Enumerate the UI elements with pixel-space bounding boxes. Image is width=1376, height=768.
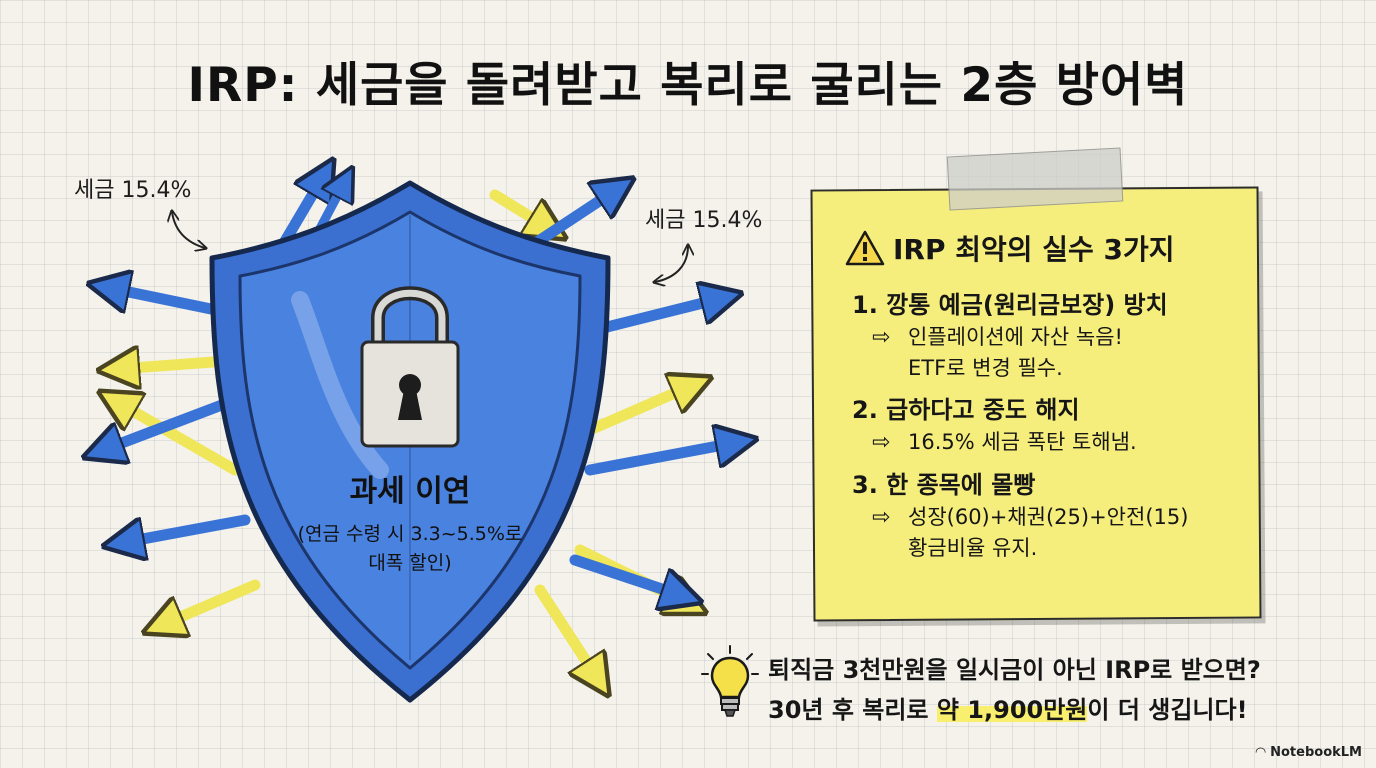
item-head: 1. 깡통 예금(원리금보장) 방치 bbox=[852, 291, 1168, 319]
highlight-amount: 약 1,900만원 bbox=[936, 696, 1088, 724]
shield-sub-line2: 대폭 할인) bbox=[368, 552, 452, 574]
brand-label: ◠ NotebookLM bbox=[1256, 745, 1362, 760]
item-detail-text: 성장(60)+채권(25)+안전(15) bbox=[908, 505, 1189, 529]
list-item: 3. 한 종목에 몰빵 ⇨ 성장(60)+채권(25)+안전(15) 황금비율 유… bbox=[852, 468, 1252, 563]
item-detail: ⇨ 성장(60)+채권(25)+안전(15) bbox=[852, 502, 1252, 533]
shield-sub-text: (연금 수령 시 3.3~5.5%로 대폭 할인) bbox=[255, 520, 565, 578]
page-title: IRP: 세금을 돌려받고 복리로 굴리는 2층 방어벽 bbox=[187, 58, 1189, 113]
lightbulb-icon bbox=[701, 645, 759, 717]
arrow-yellow bbox=[534, 584, 605, 690]
note-title-text: IRP 최악의 실수 3가지 bbox=[893, 233, 1175, 266]
brand-text: NotebookLM bbox=[1270, 745, 1362, 760]
tax-pointer-left bbox=[172, 212, 205, 248]
arrow-yellow bbox=[105, 395, 241, 476]
warning-icon bbox=[845, 230, 885, 266]
bottom-line-2: 30년 후 복리로 약 1,900만원이 더 생깁니다! bbox=[768, 690, 1248, 725]
arrow-blue bbox=[569, 554, 695, 600]
tax-pointer-right bbox=[655, 246, 688, 282]
arrow-blue bbox=[110, 514, 251, 545]
arrow-yellow bbox=[584, 380, 705, 436]
tax-label-left: 세금 15.4% bbox=[74, 178, 192, 203]
arrow-right-icon: ⇨ bbox=[872, 430, 891, 455]
arrow-blue bbox=[589, 295, 735, 336]
brand-icon: ◠ bbox=[1255, 745, 1271, 760]
bottom-line-1: 퇴직금 3천만원을 일시금이 아닌 IRP로 받으면? bbox=[768, 656, 1261, 684]
mistake-list: 1. 깡통 예금(원리금보장) 방치 ⇨ 인플레이션에 자산 녹음! ETF로 변… bbox=[852, 288, 1252, 563]
note-title: IRP 최악의 실수 3가지 bbox=[845, 228, 1245, 272]
item-detail-text: 인플레이션에 자산 녹음! bbox=[908, 325, 1123, 349]
arrow-yellow bbox=[150, 579, 261, 630]
arrow-right-icon: ⇨ bbox=[872, 505, 891, 530]
bottom-line-2-post: 이 더 생깁니다! bbox=[1087, 696, 1248, 724]
arrow-blue bbox=[519, 182, 628, 256]
arrow-right-icon: ⇨ bbox=[872, 325, 891, 350]
item-detail-text: ETF로 변경 필수. bbox=[908, 356, 1063, 380]
item-head: 2. 급하다고 중도 해지 bbox=[852, 396, 1080, 424]
padlock-icon bbox=[360, 286, 460, 448]
tax-label-right: 세금 15.4% bbox=[645, 208, 763, 233]
bottom-line-2-pre: 30년 후 복리로 bbox=[768, 696, 937, 724]
item-detail: ⇨ 인플레이션에 자산 녹음! bbox=[852, 322, 1252, 353]
shield-sub-line1: (연금 수령 시 3.3~5.5%로 bbox=[297, 523, 523, 545]
arrow-blue bbox=[90, 394, 241, 455]
item-detail-text: 16.5% 세금 폭탄 토해냄. bbox=[908, 430, 1137, 454]
tape bbox=[946, 147, 1124, 211]
item-detail-text: 황금비율 유지. bbox=[908, 536, 1038, 560]
item-detail: ⇨ 16.5% 세금 폭탄 토해냄. bbox=[852, 427, 1252, 458]
list-item: 1. 깡통 예금(원리금보장) 방치 ⇨ 인플레이션에 자산 녹음! ETF로 변… bbox=[852, 288, 1252, 383]
item-head: 3. 한 종목에 몰빵 bbox=[852, 471, 1036, 499]
shield-main-text: 과세 이연 bbox=[349, 474, 471, 509]
arrow-blue bbox=[584, 440, 750, 476]
list-item: 2. 급하다고 중도 해지 ⇨ 16.5% 세금 폭탄 토해냄. bbox=[852, 393, 1252, 458]
